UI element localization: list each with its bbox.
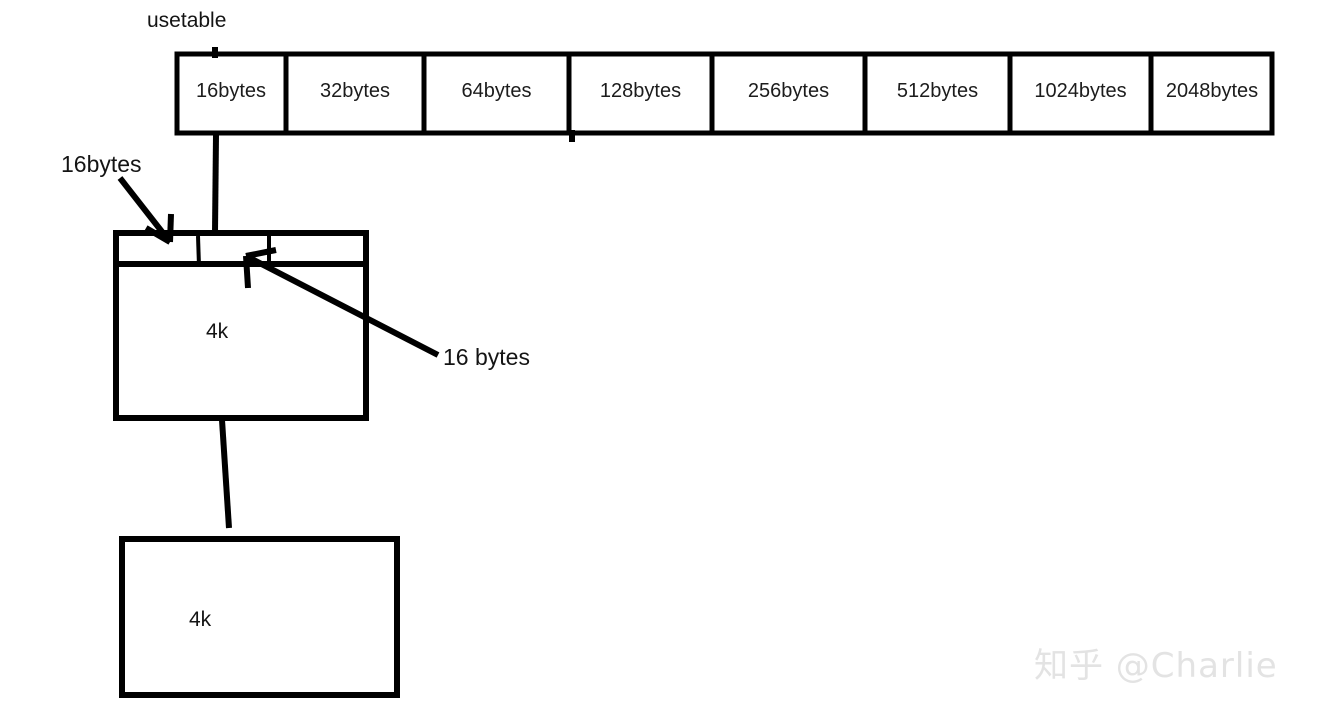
arrow-left-16bytes-shaft — [117, 176, 173, 244]
middle-box-label: 4k — [206, 320, 229, 343]
usetable-cell-0-label: 16bytes — [195, 80, 267, 102]
annotation-left-16bytes-label: 16bytes — [61, 151, 142, 177]
usetable-cell-7-label: 2048bytes — [1165, 80, 1259, 102]
usetable-cell-2-label: 64bytes — [461, 80, 532, 102]
usetable-frame — [174, 51, 1275, 136]
usetable-cell-1-label: 32bytes — [319, 80, 391, 102]
arrow-left-16bytes-head-a — [144, 225, 172, 245]
arrow-right-16bytes-shaft — [244, 253, 440, 358]
usetable-cell-3-label: 128bytes — [599, 80, 682, 102]
arrow-left-16bytes-head-b — [167, 213, 174, 243]
middle-box — [113, 230, 369, 421]
bottom-box — [119, 536, 400, 698]
middle-box-chunk-divider-1 — [196, 235, 201, 267]
annotation-right-16bytes-label: 16 bytes — [443, 344, 530, 370]
watermark: 知乎 @Charlie — [1034, 646, 1278, 686]
connector-usetable-to-midbox — [212, 134, 219, 233]
connector-midbox-to-bottombox — [219, 419, 232, 529]
usetable-cell-6-label: 1024bytes — [1034, 80, 1127, 102]
usetable-cell-4-label: 256bytes — [747, 80, 830, 102]
usetable-title-label: usetable — [147, 9, 227, 32]
usetable-cell-5-label: 512bytes — [896, 80, 979, 102]
arrow-right-16bytes-head-a — [245, 247, 277, 259]
bottom-box-label: 4k — [189, 608, 212, 631]
arrow-right-16bytes-head-b — [243, 255, 251, 289]
